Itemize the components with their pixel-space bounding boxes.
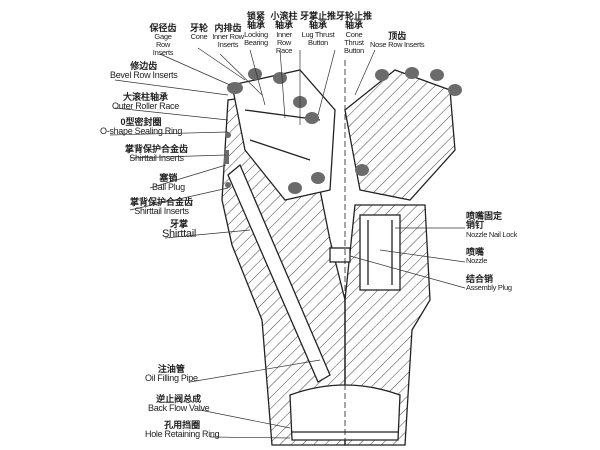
nozzle-shape	[359, 214, 401, 291]
leader-lines	[109, 47, 466, 439]
inserts	[224, 67, 462, 194]
oil-pipe	[227, 163, 331, 383]
right-cone	[344, 69, 456, 201]
